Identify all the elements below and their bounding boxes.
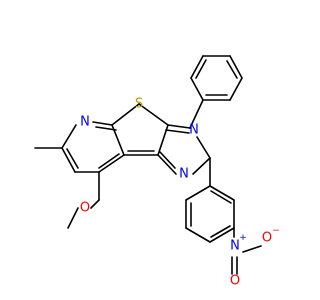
bond — [229, 77, 243, 101]
atom-nitrogen-pyrimidine-bottom: N — [179, 167, 189, 182]
bond — [111, 103, 140, 126]
bond — [165, 129, 190, 134]
atom-sulfur: S — [135, 97, 143, 112]
bond — [157, 154, 177, 175]
bond — [66, 148, 79, 169]
bond — [138, 103, 169, 126]
charge-plus: + — [239, 233, 247, 243]
atom-oxygen-nitro-double: O — [230, 274, 240, 289]
atom-oxygen-nitro-minus: O — [262, 231, 272, 246]
bond — [98, 153, 120, 169]
atom-oxygen-ether: O — [80, 201, 90, 216]
bond — [98, 154, 125, 173]
bond-layer — [34, 55, 262, 275]
bond — [95, 126, 117, 131]
background — [0, 0, 300, 300]
bond — [196, 136, 211, 159]
bond — [67, 207, 79, 229]
bond — [185, 227, 211, 243]
bond — [159, 151, 176, 169]
bond — [226, 60, 238, 79]
bond — [61, 147, 76, 173]
charge-minus: − — [272, 226, 280, 236]
atom-nitrogen-pyrimidine-top: N — [189, 123, 199, 138]
bond — [192, 157, 211, 175]
bond — [210, 190, 232, 204]
bond — [209, 185, 235, 201]
bond — [167, 124, 191, 129]
bond — [190, 55, 204, 79]
molecule-structure: S N N N O N + O − O — [0, 0, 300, 300]
bond — [195, 59, 207, 79]
bond — [61, 124, 77, 149]
bond — [190, 77, 204, 101]
bond — [242, 245, 262, 253]
atom-nitrogen-nitro: N — [230, 239, 240, 254]
bond — [229, 55, 243, 79]
bond — [189, 99, 204, 129]
bond — [209, 227, 235, 243]
atom-layer: S N N N O N + O − O — [80, 97, 280, 289]
bond — [185, 185, 211, 201]
bond — [90, 199, 100, 209]
bond — [92, 121, 113, 126]
bond — [210, 225, 231, 238]
atom-nitrogen-pyridine: N — [80, 115, 90, 130]
